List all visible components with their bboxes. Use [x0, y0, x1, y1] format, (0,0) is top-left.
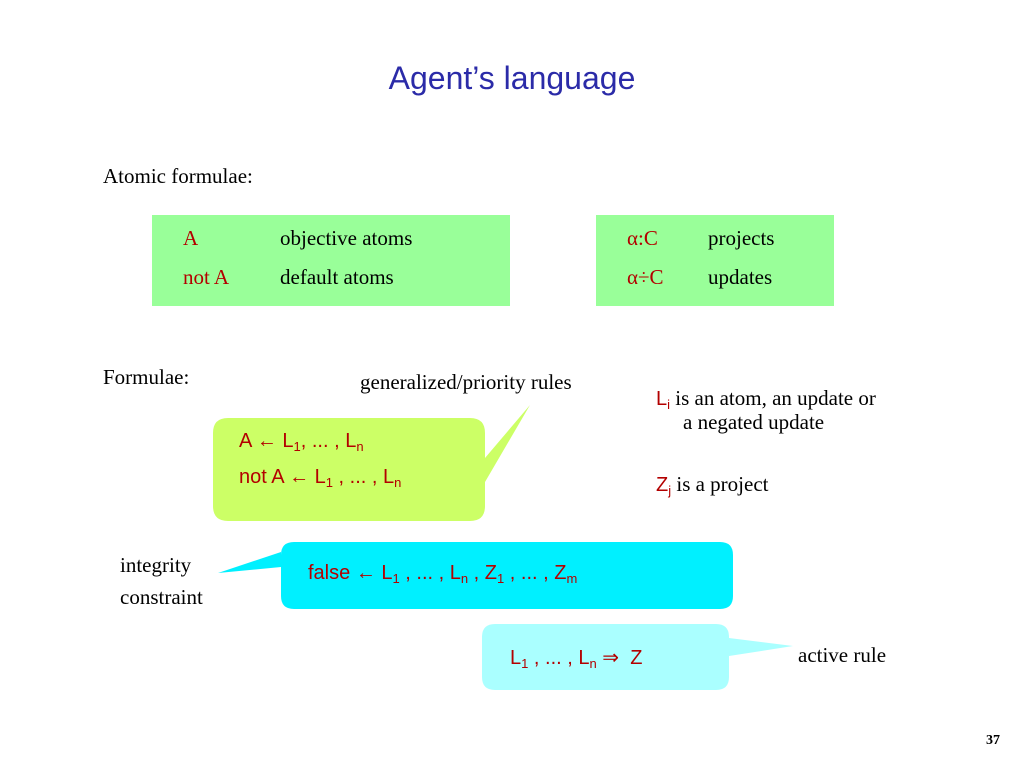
constraint-label: constraint	[120, 585, 203, 609]
atomic-formulae-heading: Atomic formulae:	[103, 164, 253, 188]
generalized-rules-bubble	[213, 405, 530, 521]
generalized-rule-line-2: not A ← L1 , ... , Ln	[239, 466, 402, 490]
active-rule-formula: L1 , ... , Ln ⇒ Z	[510, 647, 643, 671]
projects-desc: projects	[708, 226, 775, 250]
projects-updates-box: α:C projects α÷C updates	[596, 215, 834, 306]
integrity-label: integrity	[120, 553, 192, 577]
li-note-line-2: a negated update	[683, 410, 825, 434]
atoms-box: A objective atoms not A default atoms	[152, 215, 510, 306]
objective-atom-symbol: A	[183, 226, 199, 250]
formulae-heading: Formulae:	[103, 365, 190, 389]
zj-note: Zj is a project	[656, 472, 769, 498]
active-rule-label: active rule	[798, 643, 887, 667]
generalized-rules-label: generalized/priority rules	[360, 370, 572, 394]
integrity-constraint-formula: false ← L1 , ... , Ln , Z1 , ... , Zm	[308, 562, 578, 586]
page-number: 37	[986, 733, 1000, 748]
generalized-rule-line-1: A ← L1, ... , Ln	[239, 430, 364, 454]
project-symbol: α:C	[627, 226, 658, 250]
active-rule-bubble	[482, 624, 793, 690]
integrity-constraint-bubble	[218, 542, 733, 609]
li-note: Li is an atom, an update or	[656, 386, 876, 412]
default-atom-symbol: not A	[183, 265, 230, 289]
default-atoms-desc: default atoms	[280, 265, 394, 289]
objective-atoms-desc: objective atoms	[280, 226, 413, 250]
updates-desc: updates	[708, 265, 773, 289]
update-symbol: α÷C	[627, 265, 664, 289]
slide-title: Agent’s language	[388, 60, 636, 96]
